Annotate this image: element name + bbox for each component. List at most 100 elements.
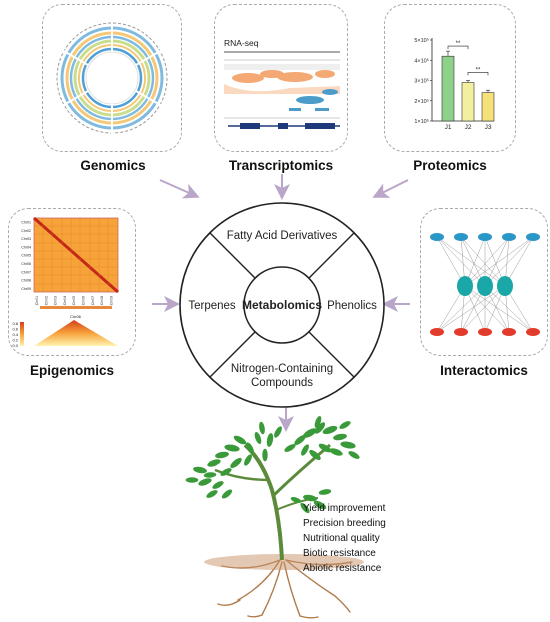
- leaf: [318, 489, 332, 495]
- chromosome-label: Chr09: [21, 287, 31, 291]
- arrow-genomics: [159, 179, 200, 199]
- leaf: [303, 428, 317, 438]
- leaf: [244, 454, 252, 466]
- leaf: [322, 425, 338, 435]
- significance-mark: **: [476, 67, 481, 73]
- arrows: [152, 174, 410, 432]
- genomics-label: Genomics: [80, 158, 146, 173]
- network-node: [502, 328, 516, 336]
- x-tick-label: J1: [445, 124, 452, 131]
- leaf: [329, 448, 343, 456]
- leaf: [309, 449, 321, 461]
- proteomics-label: Proteomics: [413, 158, 487, 173]
- leaf: [303, 494, 317, 502]
- leaf: [340, 441, 356, 449]
- leaf: [224, 444, 240, 452]
- application-item: Biotic resistance: [303, 548, 376, 559]
- network-node: [457, 276, 473, 296]
- chromosome-label-x: Chr05: [72, 296, 76, 305]
- segment-nitrogen-line2: Compounds: [251, 377, 313, 389]
- plant-illustration: [185, 416, 364, 619]
- leaf: [230, 457, 242, 469]
- application-item: Precision breeding: [303, 518, 386, 529]
- scale-tick: 0.0: [12, 343, 18, 348]
- y-tick-label: 1×10⁵: [414, 118, 429, 125]
- y-tick-label: 3×10⁵: [414, 78, 429, 85]
- network-node: [526, 233, 540, 241]
- network-node: [478, 328, 492, 336]
- leaf: [203, 472, 217, 478]
- leaf: [220, 468, 232, 476]
- chromosome-label: Chr01: [21, 221, 31, 225]
- significance-mark: **: [456, 41, 461, 47]
- transcriptomics-label: Transcriptomics: [228, 158, 334, 173]
- chromosome-label: Chr06: [21, 262, 31, 266]
- leaf: [314, 422, 326, 434]
- leaf: [300, 502, 310, 514]
- scale-tick: 0.6: [12, 327, 18, 332]
- leaf: [348, 451, 360, 459]
- epigenomics-label: Epigenomics: [29, 363, 115, 378]
- bar: [461, 82, 475, 122]
- network-node: [454, 328, 468, 336]
- leaf: [221, 489, 233, 499]
- leaf: [207, 459, 221, 467]
- network-node: [477, 276, 493, 296]
- y-tick-label: 5×10⁵: [414, 37, 429, 44]
- leaf: [212, 481, 224, 489]
- chromosome-label-x: Chr03: [54, 296, 58, 305]
- leaf: [262, 448, 268, 462]
- leaf: [274, 426, 282, 438]
- scale-tick: 0.8: [12, 321, 18, 326]
- leaf: [233, 435, 247, 445]
- leaf: [254, 432, 262, 444]
- applications-list: Yield improvement Precision breeding Nut…: [303, 501, 386, 576]
- leaf: [259, 421, 265, 435]
- segment-fatty-acid: Fatty Acid Derivatives: [227, 230, 338, 242]
- scale-tick: 0.2: [12, 338, 18, 343]
- leaf: [294, 434, 306, 446]
- network-node: [497, 276, 513, 296]
- x-tick-label: J2: [465, 124, 472, 131]
- application-item: Yield improvement: [303, 503, 386, 514]
- leaf: [318, 443, 332, 453]
- x-tick-label: J3: [485, 124, 492, 131]
- arrow-proteomics: [372, 179, 409, 198]
- transcriptomics-tracks: RNA-seq: [224, 38, 340, 129]
- bar: [441, 55, 455, 122]
- epi-bottom-title: Chr06: [70, 314, 82, 319]
- epigenomics-hic-map: Chr01Chr02Chr03Chr04Chr05Chr06Chr07Chr08…: [12, 216, 119, 348]
- leaf: [185, 477, 199, 483]
- scale-tick: 0.4: [12, 332, 18, 337]
- leaf: [290, 497, 302, 503]
- network-node: [430, 328, 444, 336]
- segment-nitrogen-line1: Nitrogen-Containing: [231, 363, 333, 375]
- interactomics-network: [430, 233, 540, 336]
- network-node: [454, 233, 468, 241]
- network-node: [430, 233, 444, 241]
- chromosome-label-x: Chr01: [35, 296, 39, 305]
- leaf: [314, 416, 322, 428]
- leaf: [215, 451, 229, 459]
- chromosome-label-x: Chr09: [109, 296, 113, 305]
- metabolomics-wheel: Metabolomics Fatty Acid Derivatives Terp…: [179, 202, 385, 408]
- chromosome-label-x: Chr02: [44, 296, 48, 305]
- y-tick-label: 4×10⁵: [414, 57, 429, 64]
- chromosome-label: Chr08: [21, 279, 31, 283]
- chromosome-label-x: Chr07: [91, 296, 95, 305]
- segment-phenolics: Phenolics: [327, 300, 377, 312]
- application-item: Nutritional quality: [303, 533, 380, 544]
- interactomics-label: Interactomics: [440, 363, 528, 378]
- leaf: [198, 478, 212, 486]
- network-node: [526, 328, 540, 336]
- chromosome-label-x: Chr08: [100, 296, 104, 305]
- network-node: [502, 233, 516, 241]
- leaf: [284, 444, 296, 452]
- leaf: [266, 433, 274, 447]
- network-node: [478, 233, 492, 241]
- chromosome-label-x: Chr06: [82, 296, 86, 305]
- leaf: [193, 466, 207, 474]
- chromosome-label: Chr07: [21, 270, 31, 274]
- leaf: [339, 421, 351, 429]
